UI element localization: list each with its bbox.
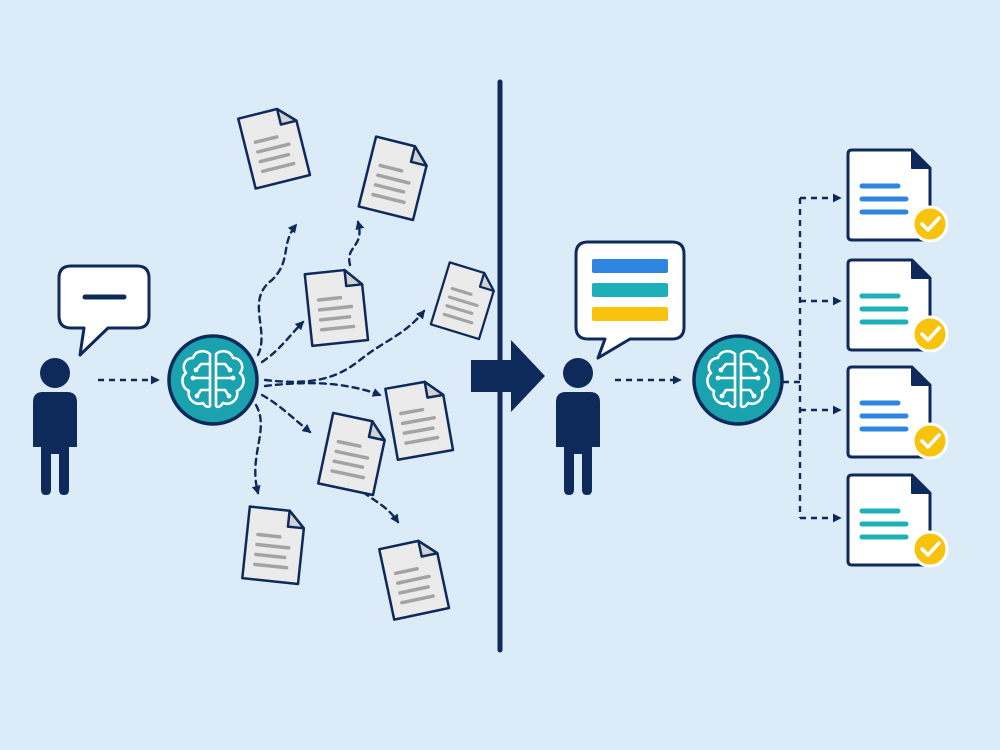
scatter-arrow	[260, 320, 305, 364]
branch-arrows	[783, 193, 842, 523]
document-icon	[240, 504, 308, 586]
checkmark-badge-icon	[911, 205, 949, 243]
prompt-bar-blue	[592, 259, 668, 273]
brain-circuit-icon	[692, 334, 784, 426]
prompt-bar-teal	[592, 283, 668, 297]
verified-document	[846, 365, 949, 460]
scatter-arrow	[263, 381, 382, 397]
scatter-arrow	[263, 309, 426, 383]
brain-circuit-icon	[167, 334, 259, 426]
document-fold	[911, 259, 931, 279]
checkmark-badge-icon	[911, 530, 949, 568]
verified-documents	[846, 148, 949, 568]
left-panel	[33, 103, 500, 622]
document-icon	[303, 266, 370, 348]
verified-document	[846, 473, 949, 568]
prompt-bar-yellow	[592, 307, 668, 321]
verified-document	[846, 258, 949, 353]
scatter-arrow	[256, 223, 298, 357]
verified-document	[846, 148, 949, 243]
scatter-arrow	[260, 393, 312, 434]
scatter-arrow	[251, 403, 262, 495]
checkmark-badge-icon	[911, 422, 949, 460]
right-panel	[556, 148, 949, 568]
document-fold	[911, 366, 931, 386]
structured-prompt-bubble	[574, 240, 686, 360]
document-fold	[911, 474, 931, 494]
document-fold	[911, 149, 931, 169]
right-arrow-icon	[471, 340, 545, 412]
checkmark-badge-icon	[911, 315, 949, 353]
vague-prompt-bubble	[57, 264, 151, 357]
scatter-arrow	[347, 220, 365, 267]
